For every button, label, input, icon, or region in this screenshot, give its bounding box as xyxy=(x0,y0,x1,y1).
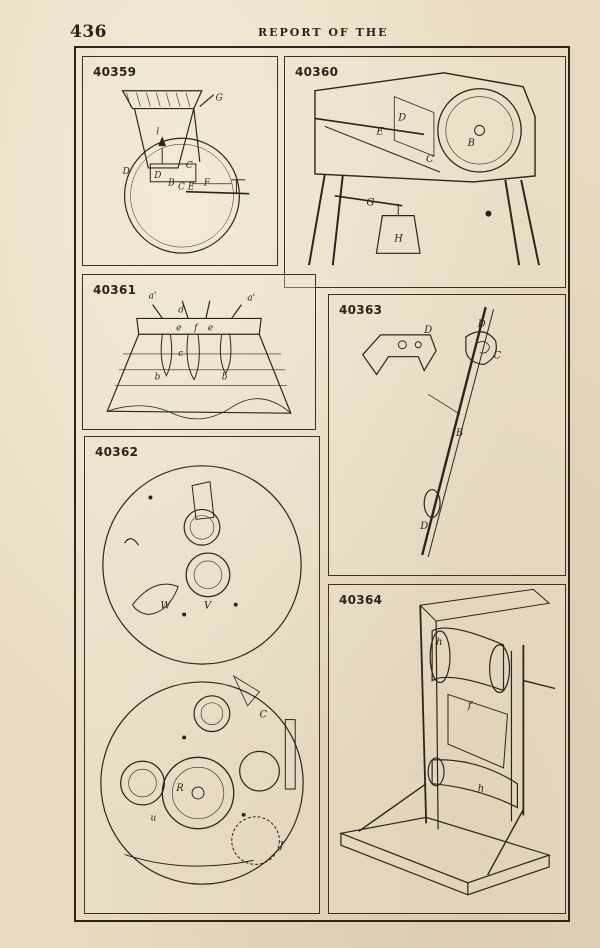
figure-40361: 40361 a' d a' e f e c b b xyxy=(82,274,316,430)
figure-40361-drawing: a' d a' e f e c b b xyxy=(106,292,292,420)
figure-40364-drawing: h f h xyxy=(338,588,556,896)
figure-letter: e xyxy=(176,323,181,333)
figure-letter: C xyxy=(178,183,185,193)
figure-letter: W xyxy=(160,601,171,612)
figure-letter: e xyxy=(208,323,213,333)
figure-40364: 40364 h f h xyxy=(328,584,566,914)
figure-letter: G xyxy=(216,94,223,104)
figure-letter: E xyxy=(375,126,384,137)
running-title: REPORT OF THE xyxy=(258,26,389,39)
page-header: 436 REPORT OF THE xyxy=(0,22,600,46)
page-number: 436 xyxy=(70,22,107,42)
figure-letter: C xyxy=(186,161,193,171)
figure-40362-drawing: W V C R u J xyxy=(100,465,304,885)
figure-letter: C xyxy=(426,154,434,165)
figure-number: 40362 xyxy=(95,445,139,459)
figure-letter: D xyxy=(153,171,161,181)
figure-letter: R xyxy=(175,783,184,794)
figure-letter: f xyxy=(467,700,474,711)
figure-letter: a' xyxy=(247,294,255,304)
figure-letter: D xyxy=(477,319,486,330)
figure-letter: D xyxy=(397,112,406,123)
figure-40359: 40359 G l D D B C xyxy=(82,56,278,266)
figure-letter: D xyxy=(122,167,130,177)
figure-letter: C xyxy=(494,351,502,362)
figure-letter: b xyxy=(155,373,161,383)
figure-letter: b xyxy=(222,373,228,383)
figure-letter: D xyxy=(423,325,432,336)
figure-number: 40359 xyxy=(93,65,137,79)
plate-frame: 40359 G l D D B C xyxy=(74,46,570,922)
figure-number: 40364 xyxy=(339,593,383,607)
figure-number: 40363 xyxy=(339,303,383,317)
figure-40363: 40363 D D C B D xyxy=(328,294,566,576)
figure-letter: c xyxy=(178,349,183,359)
figure-letter: B xyxy=(467,138,475,149)
figure-40363-drawing: D D C B D xyxy=(361,306,502,558)
figure-letter: u xyxy=(150,814,156,824)
figure-letter: l xyxy=(156,127,159,137)
figure-40360: 40360 D E B C G H xyxy=(284,56,566,288)
figure-letter: D xyxy=(419,521,428,532)
figure-40359-drawing: G l D D B C E F C xyxy=(121,90,250,254)
figure-letter: d xyxy=(178,306,184,316)
figure-letter: G xyxy=(367,198,375,209)
figure-letter: h xyxy=(436,637,442,648)
figure-letter: C xyxy=(260,710,268,721)
figure-letter: a' xyxy=(149,292,157,302)
figure-letter: f xyxy=(193,323,199,333)
figure-letter: E xyxy=(187,183,195,193)
figure-letter: J xyxy=(277,841,284,852)
figure-letter: F xyxy=(203,179,211,189)
figure-40362: 40362 W xyxy=(84,436,320,914)
figure-letter: B xyxy=(455,428,463,439)
figure-letter: B xyxy=(167,179,175,189)
figure-letter: H xyxy=(393,233,403,244)
figure-number: 40361 xyxy=(93,283,137,297)
figure-letter: V xyxy=(204,601,212,612)
figure-40360-drawing: D E B C G H xyxy=(308,72,540,266)
figure-letter: h xyxy=(478,784,484,795)
figure-number: 40360 xyxy=(295,65,339,79)
